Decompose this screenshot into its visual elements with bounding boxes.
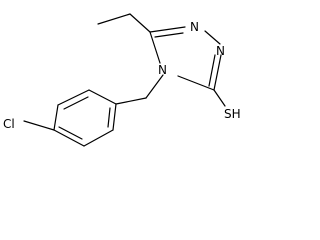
bond-benzene-5 <box>83 129 114 147</box>
bond-c5-n1-double <box>154 32 184 38</box>
bond-c5-n1 <box>149 26 186 33</box>
bonds <box>23 13 226 147</box>
bond-ethyl-ch3-ch2 <box>97 13 131 25</box>
bond-n2-c3-double <box>208 54 216 87</box>
structure-canvas: N N N Cl SH <box>3 13 241 147</box>
atom-sh: SH <box>224 107 241 121</box>
bond-benzene-3 <box>53 104 59 131</box>
bond-n4-ch2 <box>145 74 164 99</box>
bond-benzene-4 <box>53 129 85 147</box>
atom-n1: N <box>190 20 199 34</box>
bond-ethyl-ch2-c5 <box>129 13 151 33</box>
bond-benzene-6 <box>112 103 117 131</box>
atom-labels: N N N Cl SH <box>3 20 241 131</box>
bond-c3-sh <box>213 89 226 107</box>
bond-benzene-cl <box>23 120 55 131</box>
bond-benzene-1 <box>88 89 117 105</box>
bond-benzene-inner-1 <box>63 96 89 110</box>
bond-n1-n2 <box>204 30 221 45</box>
bond-ch2-benzene <box>115 97 147 105</box>
bond-benzene-2 <box>57 89 90 106</box>
bond-c5-n4 <box>149 31 161 64</box>
bond-c3-n4 <box>177 75 215 91</box>
atom-cl: Cl <box>3 117 15 131</box>
atom-n2: N <box>216 44 225 58</box>
atom-n4: N <box>158 63 167 77</box>
bond-benzene-inner-3 <box>107 107 111 128</box>
bond-n2-c3 <box>213 54 222 91</box>
bond-benzene-inner-2 <box>58 126 83 140</box>
molecule-structure: N N N Cl SH <box>3 13 241 147</box>
